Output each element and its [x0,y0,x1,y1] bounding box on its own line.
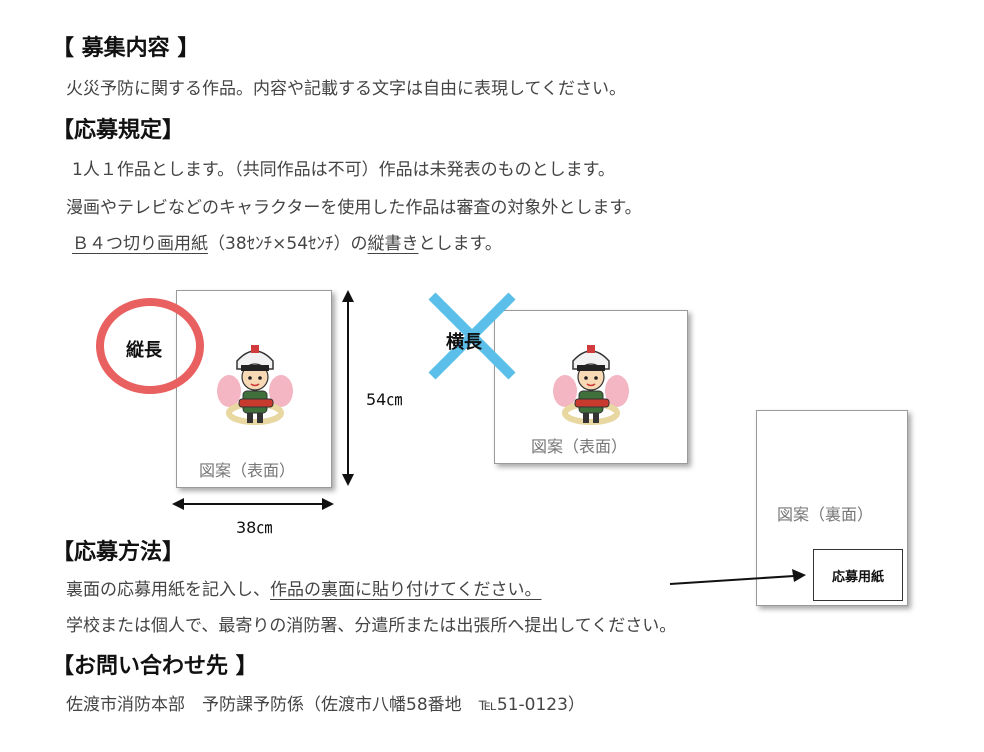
portrait-caption: 図案（表面） [199,461,296,480]
ok-circle-icon [96,298,204,394]
height-label: 54㎝ [366,390,403,409]
rules-line-3-end: とします。 [418,234,502,254]
landscape-sheet: 図案（表面） [494,310,688,464]
method-line-1-b: 作品の裏面に貼り付けてください。 [270,580,542,600]
contact-heading: 【お問い合わせ先 】 [52,654,258,679]
landscape-caption: 図案（表面） [531,437,628,456]
rules-heading: 【応募規定】 [52,118,185,143]
pointer-arrow [669,569,806,585]
vertical-format-text: 縦書き [367,234,419,254]
landscape-mark-label: 横長 [446,332,482,353]
back-caption: 図案（裏面） [777,505,874,524]
back-sheet: 図案（裏面） 応募用紙 [756,410,908,606]
recruitment-heading: 【 募集内容 】 [52,36,200,61]
height-arrow [342,290,354,486]
portrait-sheet: 図案（表面） [176,290,332,488]
paper-type-text: Ｂ４つ切り画用紙 [72,234,208,254]
mascot-icon [553,345,629,425]
ng-cross-icon [428,292,516,380]
rules-line-3: Ｂ４つ切り画用紙（38ｾﾝﾁ×54ｾﾝﾁ）の縦書きとします。 [72,229,502,254]
contact-line: 佐渡市消防本部 予防課予防係（佐渡市八幡58番地 ℡51-0123） [66,695,585,715]
portrait-mark-label: 縦長 [126,340,162,361]
rules-line-1: 1人１作品とします。（共同作品は不可）作品は未発表のものとします。 [72,160,615,180]
width-arrow [172,498,334,510]
mascot-icon [217,345,293,425]
method-line-1-a: 裏面の応募用紙を記入し、 [66,580,270,600]
application-form-box: 応募用紙 [813,549,903,601]
paper-size-text: （38ｾﾝﾁ×54ｾﾝﾁ）の [208,234,368,254]
method-line-1: 裏面の応募用紙を記入し、作品の裏面に貼り付けてください。 [66,575,542,600]
method-heading: 【応募方法】 [52,540,185,565]
rules-line-2: 漫画やテレビなどのキャラクターを使用した作品は審査の対象外とします。 [66,198,642,218]
recruitment-text: 火災予防に関する作品。内容や記載する文字は自由に表現してください。 [66,79,626,99]
method-line-2: 学校または個人で、最寄りの消防署、分遣所または出張所へ提出してください。 [66,616,677,636]
width-label: 38㎝ [236,518,273,537]
